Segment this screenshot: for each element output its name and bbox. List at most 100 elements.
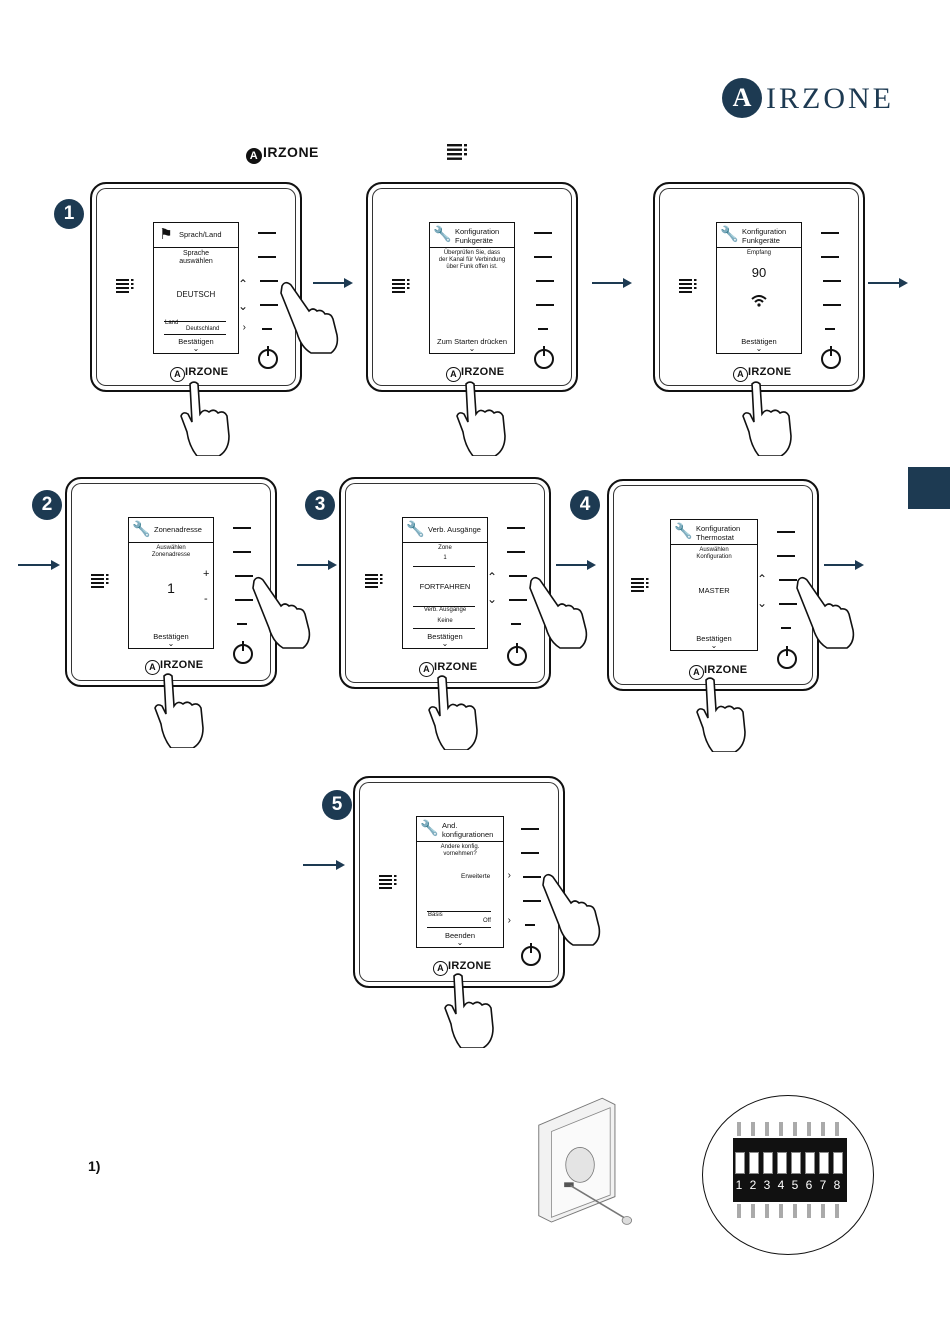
step-badge-1: 1 xyxy=(54,199,84,229)
screen-text: auswählen xyxy=(179,258,213,265)
screen-text: Konfiguration xyxy=(696,554,732,560)
chevron-right-icon: › xyxy=(507,915,511,926)
hand-pointer-icon xyxy=(428,675,478,750)
advanced-option[interactable]: Erweiterte xyxy=(461,873,491,880)
flow-arrow xyxy=(824,560,864,570)
chevron-down-icon: ⌄ xyxy=(468,344,476,353)
hand-pointer-icon xyxy=(796,576,855,649)
dip-switch-block: 1 2 3 4 5 6 7 8 xyxy=(733,1122,847,1218)
hand-pointer-icon xyxy=(529,576,588,649)
chevron-down-icon: ⌄ xyxy=(441,639,449,648)
chevron-down-icon: ⌄ xyxy=(167,639,175,648)
screen-text: Andere konfig. xyxy=(440,844,480,850)
step-label: 1) xyxy=(88,1158,101,1174)
menu-icon[interactable] xyxy=(365,573,383,591)
screen-title: Funkgeräte xyxy=(742,235,780,245)
thermostat-device-7: 🔧And.konfigurationen Andere konfig. vorn… xyxy=(353,776,565,988)
screen-value: FORTFAHREN xyxy=(419,582,471,591)
hand-pointer-icon xyxy=(180,381,230,456)
screen-title: Konfiguration xyxy=(742,227,787,236)
step-badge-2: 2 xyxy=(32,490,62,520)
menu-icon[interactable] xyxy=(392,278,410,296)
screen-title: Konfiguration xyxy=(696,524,741,533)
device-screen: 🔧Zonenadresse Auswählen Zonenadresse 1 +… xyxy=(128,517,214,649)
chevron-right-icon: › xyxy=(242,322,246,333)
screen-text: der Kanal für Verbindung xyxy=(438,257,506,263)
menu-icon[interactable] xyxy=(379,874,397,892)
screen-text: vornehmen? xyxy=(443,851,477,857)
dip-number: 3 xyxy=(763,1178,771,1192)
hand-pointer-icon xyxy=(456,381,506,456)
chevron-up-icon: ⌃ xyxy=(756,572,767,586)
instruction-logo-mark: A xyxy=(246,148,262,164)
dip-switch[interactable] xyxy=(805,1152,815,1174)
screen-title: And. xyxy=(442,821,458,830)
chevron-down-icon: ⌄ xyxy=(486,592,497,606)
dip-switch[interactable] xyxy=(749,1152,759,1174)
hand-pointer-icon xyxy=(742,381,792,456)
dip-number: 6 xyxy=(805,1178,813,1192)
thermostat-device-5: 🔧Verb. Ausgänge Zone 1 FORTFAHREN ⌃ ⌄ Ve… xyxy=(339,477,551,689)
power-icon[interactable] xyxy=(233,641,253,664)
dip-number: 2 xyxy=(749,1178,757,1192)
screen-title: Konfiguration xyxy=(455,227,500,236)
signal-value: 90 xyxy=(751,265,767,280)
power-icon[interactable] xyxy=(534,346,554,369)
screen-footer: Bestätigen xyxy=(153,632,189,641)
menu-icon[interactable] xyxy=(631,577,649,595)
dip-number: 8 xyxy=(833,1178,841,1192)
zone-address-value: 1 xyxy=(167,580,175,596)
hand-pointer-icon xyxy=(444,973,494,1048)
screen-label-value: Keine xyxy=(437,618,453,624)
power-icon[interactable] xyxy=(507,643,527,666)
chevron-up-icon: ⌃ xyxy=(237,277,248,291)
dip-switch[interactable] xyxy=(833,1152,843,1174)
flow-arrow xyxy=(556,560,596,570)
screen-label: Verb. Ausgänge xyxy=(423,607,467,613)
screen-label: Land xyxy=(165,320,179,326)
screen-value: DEUTSCH xyxy=(176,290,216,299)
hand-pointer-icon xyxy=(252,576,311,649)
power-icon[interactable] xyxy=(821,346,841,369)
menu-icon[interactable] xyxy=(91,573,109,591)
dip-switch[interactable] xyxy=(791,1152,801,1174)
dip-number: 4 xyxy=(777,1178,785,1192)
flow-arrow xyxy=(18,560,60,570)
screen-footer: Bestätigen xyxy=(696,634,732,643)
screen-title: Zonenadresse xyxy=(154,525,202,534)
thermostat-device-1: ⚑Sprach/Land Sprache auswählen DEUTSCH ⌃… xyxy=(90,182,302,392)
dip-switch[interactable] xyxy=(735,1152,745,1174)
dip-switch[interactable] xyxy=(777,1152,787,1174)
screen-label-value: Deutschland xyxy=(186,326,220,332)
power-icon[interactable] xyxy=(521,943,541,966)
chevron-down-icon: ⌄ xyxy=(710,641,718,650)
power-icon[interactable] xyxy=(777,646,797,669)
screen-text: Überprüfen Sie, dass xyxy=(443,250,501,256)
wrench-icon: 🔧 xyxy=(406,521,425,538)
screen-footer: Beenden xyxy=(444,931,476,940)
screen-title: konfigurationen xyxy=(442,829,494,839)
flow-arrow xyxy=(592,278,632,288)
plus-icon: + xyxy=(203,568,210,580)
chevron-up-icon: ⌃ xyxy=(486,570,497,584)
dip-switch[interactable] xyxy=(819,1152,829,1174)
menu-icon[interactable] xyxy=(679,278,697,296)
screen-value: MASTER xyxy=(698,586,730,595)
screen-footer: Bestätigen xyxy=(741,337,777,346)
power-icon[interactable] xyxy=(258,346,278,369)
chevron-down-icon: ⌄ xyxy=(192,344,200,353)
dip-switch[interactable] xyxy=(763,1152,773,1174)
instruction-logo-text: IRZONE xyxy=(263,144,319,160)
screen-footer: Bestätigen xyxy=(427,632,463,641)
dip-number: 5 xyxy=(791,1178,799,1192)
menu-icon[interactable] xyxy=(116,278,134,296)
step-badge-5: 5 xyxy=(322,790,352,820)
